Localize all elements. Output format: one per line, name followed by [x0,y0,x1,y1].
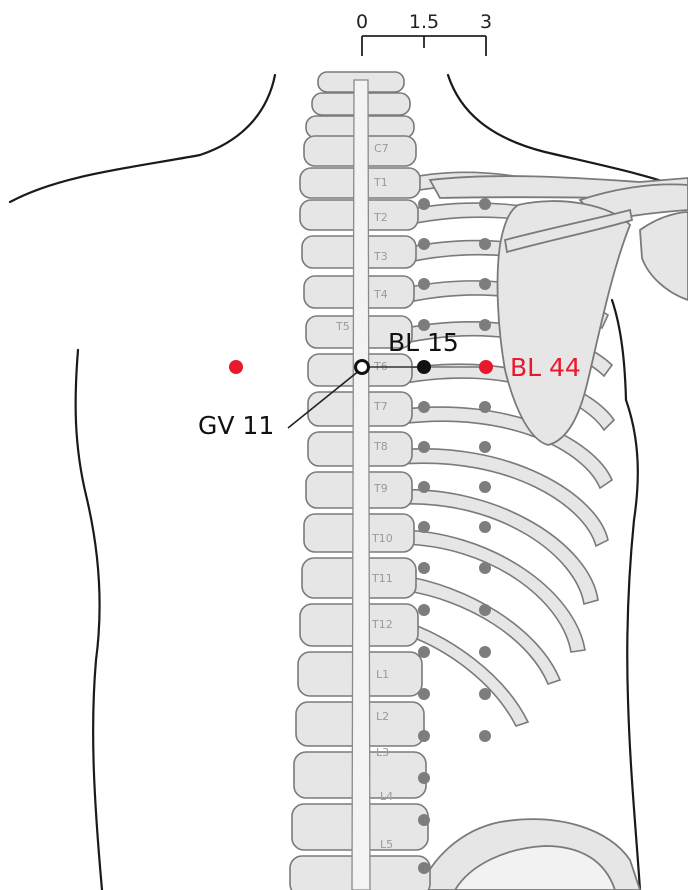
vertebra-label: L5 [380,838,393,851]
vertebra-label: T7 [373,400,388,413]
marker-dot [418,814,430,826]
gv11-label: GV 11 [198,411,274,440]
vertebra-label: T11 [371,572,393,585]
vertebra-label: L1 [376,668,389,681]
marker-dot [479,319,491,331]
scale-label-0: 0 [356,11,368,33]
marker-dot [479,278,491,290]
marker-dot [418,521,430,533]
vertebra-label: T3 [373,250,388,263]
marker-dot [418,481,430,493]
spinous-processes [352,80,370,890]
marker-dot [418,441,430,453]
marker-dot [418,238,430,250]
bl44-point [479,360,493,374]
marker-dot [418,862,430,874]
humerus-head [640,212,688,300]
scale-label-3: 3 [480,11,492,33]
right-arm-line [612,300,626,400]
vertebra-label: T8 [373,440,388,453]
marker-dot [418,646,430,658]
bl15-point [417,360,431,374]
marker-dot [479,198,491,210]
marker-dot [418,772,430,784]
vertebra-label: C7 [374,142,389,155]
marker-dot [479,481,491,493]
marker-dot [418,688,430,700]
marker-dot [479,238,491,250]
marker-dot [418,604,430,616]
spinous-line [352,80,370,890]
marker-dot [418,562,430,574]
vertebra-label: L4 [380,790,393,803]
scale-label-1-5: 1.5 [409,11,439,33]
scale-bar: 0 1.5 3 [356,11,492,56]
marker-dot [479,646,491,658]
vertebra-label: T4 [373,288,388,301]
right-torso-line [626,400,640,890]
marker-dot [418,730,430,742]
left-neck-line [10,75,275,202]
vertebra-label: T10 [371,532,393,545]
vertebra-label: T9 [373,482,388,495]
bl15-label: BL 15 [388,328,459,357]
gv11-point [356,361,369,374]
scale-ruler [362,36,486,56]
vertebra-label: L3 [376,746,389,759]
marker-dot [479,604,491,616]
bl44-label: BL 44 [510,353,581,382]
pelvis [420,819,640,890]
marker-dot [479,730,491,742]
marker-dot [418,278,430,290]
marker-dot [418,401,430,413]
marker-dot [418,198,430,210]
vertebra-label: T12 [371,618,393,631]
vertebra-label: L2 [376,710,389,723]
vertebra-label: T2 [373,211,388,224]
bl44-mirror-point [229,360,243,374]
vertebra-label: T1 [373,176,388,189]
marker-dot [479,688,491,700]
marker-dot [479,401,491,413]
vertebra-label: T5 [335,320,350,333]
marker-dot [479,521,491,533]
marker-dot [479,562,491,574]
marker-dot [479,441,491,453]
left-torso-line [76,350,102,890]
